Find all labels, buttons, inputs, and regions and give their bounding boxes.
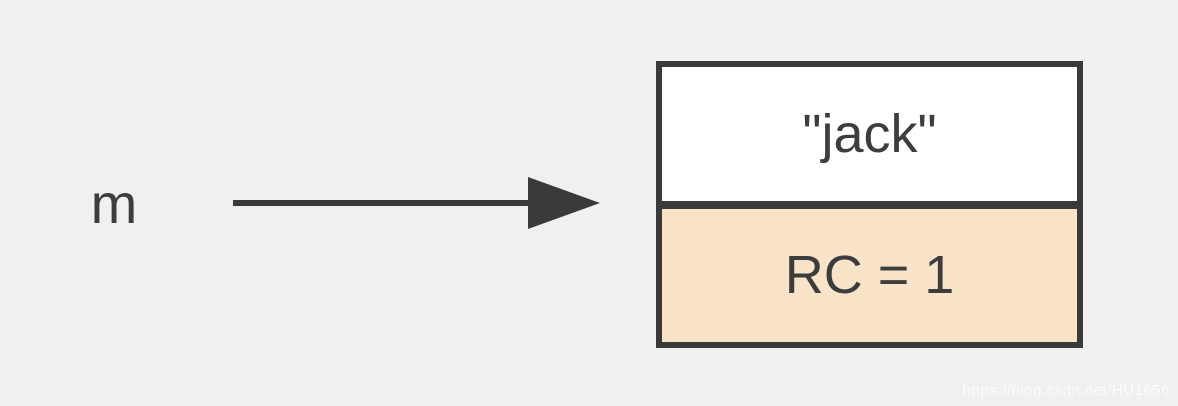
watermark: https://blog.csdn.net/HU1656 <box>962 382 1170 399</box>
refcount-text: RC = 1 <box>784 245 955 306</box>
arrow-head-icon <box>528 177 600 229</box>
value-cell: "jack" <box>662 67 1077 209</box>
pointer-arrow <box>233 177 600 229</box>
refcount-cell: RC = 1 <box>662 208 1077 342</box>
value-text: "jack" <box>802 103 937 164</box>
object-box: "jack" RC = 1 <box>656 61 1083 348</box>
variable-label: m <box>90 171 138 235</box>
